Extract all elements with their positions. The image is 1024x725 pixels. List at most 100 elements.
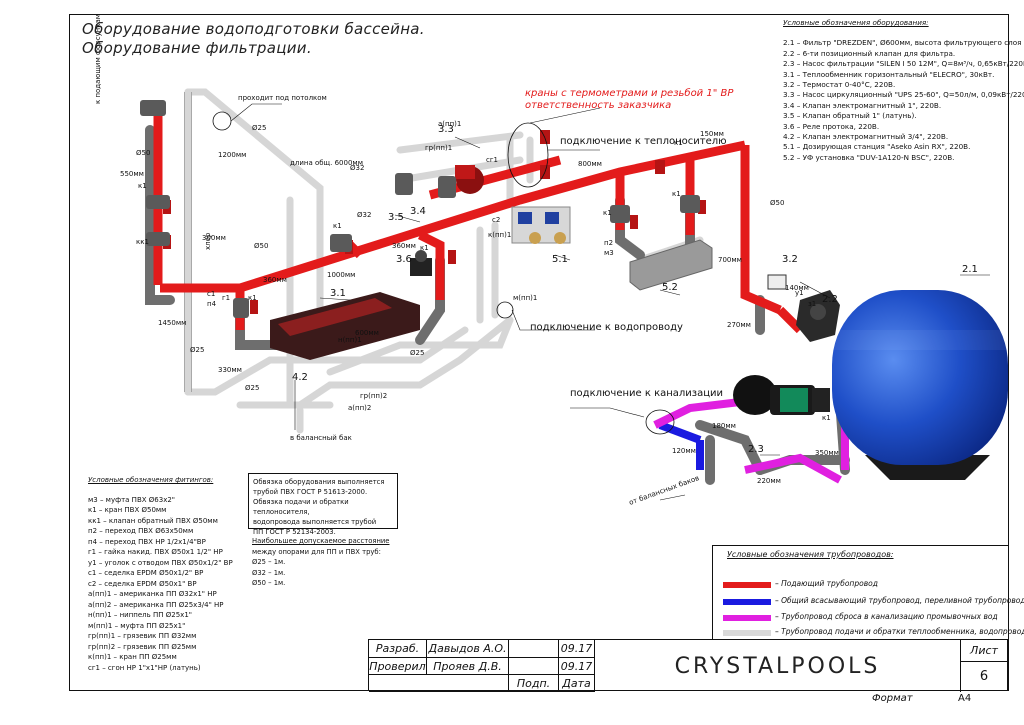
fittings-legend-item: а(пп)1 – американка ПП Ø32х1" НР bbox=[88, 590, 217, 598]
uv-unit bbox=[629, 239, 713, 291]
equipment-legend-item: 2.2 – 6-ти позиционный клапан для фильтр… bbox=[783, 48, 956, 58]
fitting-label: к1 bbox=[138, 182, 147, 190]
fitting-label: а(пп)2 bbox=[348, 404, 371, 412]
fitting-label: н(пп)1 bbox=[338, 336, 362, 344]
fitting-label: гр(пп)2 bbox=[360, 392, 387, 400]
dim-label: Ø25 bbox=[245, 384, 259, 392]
fitting-label: с2 bbox=[492, 216, 500, 224]
pipe-swatch-red bbox=[723, 582, 771, 588]
equipment-legend-item: 3.1 – Теплообменник горизонтальный "ELEC… bbox=[783, 69, 995, 79]
red-note-2: ответственность заказчика bbox=[525, 100, 671, 111]
equipment-legend-item: 2.3 – Насос фильтрации "SILEN I 50 12M",… bbox=[783, 59, 1024, 69]
fittings-legend-item: а(пп)2 – американка ПП Ø25х3/4" НР bbox=[88, 600, 224, 609]
pipe-legend-label: – Подающий трубопровод bbox=[775, 579, 878, 588]
fitting-label: м(пп)1 bbox=[513, 294, 537, 302]
fitting-label: з1 bbox=[808, 300, 816, 308]
dim-label: Ø50 bbox=[254, 242, 268, 250]
fitting-label: к1 bbox=[672, 190, 681, 198]
label-2-3: 2.3 bbox=[748, 444, 764, 455]
format-value: А4 bbox=[958, 693, 972, 704]
fitting-label: гр(пп)1 bbox=[425, 144, 452, 152]
dim-label: 1200мм bbox=[218, 151, 246, 159]
fittings-legend-item: к(пп)1 – кран ПП Ø25мм bbox=[88, 653, 177, 661]
equipment-legend-item: 4.2 – Клапан электромагнитный 3/4", 220В… bbox=[783, 132, 949, 142]
fittings-legend-item: н(пп)1 – ниппель ПП Ø25х1" bbox=[88, 611, 192, 619]
dim-label: 150мм bbox=[700, 130, 724, 138]
dim-label: 300мм bbox=[202, 234, 226, 242]
company-name: CRYSTALPOOLS bbox=[595, 640, 961, 692]
dim-label: Ø25 bbox=[252, 124, 266, 132]
fittings-legend-item: к1 – кран ПВХ Ø50мм bbox=[88, 506, 167, 514]
dim-label: 360мм bbox=[392, 242, 416, 250]
fittings-legend-item: м(пп)1 – муфта ПП Ø25х1" bbox=[88, 621, 186, 630]
label-2-1: 2.1 bbox=[962, 264, 978, 275]
fitting-label: г1 bbox=[222, 294, 230, 302]
equipment-legend-item: 5.2 – УФ установка "DUV-1A120-N BSC", 22… bbox=[783, 152, 955, 162]
dim-label: 360мм bbox=[263, 276, 287, 284]
dim-label: 330мм bbox=[218, 366, 242, 374]
dim-label: 120мм bbox=[672, 447, 696, 455]
support-note-header: Наибольшее допускаемое расстояние bbox=[252, 537, 390, 545]
stamp-empty bbox=[369, 675, 509, 692]
label-2-2: 2.2 bbox=[822, 294, 838, 305]
dim-label: Ø32 bbox=[350, 164, 364, 172]
dim-label: 270мм bbox=[727, 321, 751, 329]
dim-label: Ø50 bbox=[770, 199, 784, 207]
title-line-2: Оборудование фильтрации. bbox=[82, 39, 312, 57]
note-sewer: подключение к канализации bbox=[570, 388, 723, 399]
fittings-legend-item: п4 – переход ПВХ НР 1/2х1/4"ВР bbox=[88, 537, 206, 546]
equipment-legend-header: Условные обозначения оборудования: bbox=[783, 18, 929, 27]
equipment-legend-item: 3.5 – Клапан обратный 1" (латунь). bbox=[783, 111, 917, 121]
fittings-legend-item: г1 – гайка накид. ПВХ Ø50х1 1/2" НР bbox=[88, 548, 223, 556]
dim-label: 1450мм bbox=[158, 319, 186, 327]
fittings-legend-item: кк1 – клапан обратный ПВХ Ø50мм bbox=[88, 516, 218, 525]
flow-relay bbox=[410, 250, 432, 276]
fitting-label: п4 bbox=[207, 300, 217, 308]
note-length: длина общ. 6000мм bbox=[290, 159, 363, 167]
fittings-legend-item: м3 – муфта ПВХ Ø63х2" bbox=[88, 495, 176, 504]
dim-label: 600мм bbox=[355, 329, 379, 337]
support-note: Наибольшее допускаемое расстояние между … bbox=[252, 536, 402, 589]
support-note-item: Ø25 – 1м. bbox=[252, 558, 286, 566]
fittings-legend-header: Условные обозначения фитингов: bbox=[88, 476, 214, 484]
support-note-item: Ø32 – 1м. bbox=[252, 568, 286, 577]
pipe-swatch-magenta bbox=[723, 615, 771, 621]
filter-pump bbox=[733, 375, 830, 415]
dim-label: Ø25 bbox=[410, 349, 424, 357]
grey-pipes bbox=[184, 88, 704, 434]
sign-checker bbox=[509, 658, 559, 675]
fittings-legend-item: с2 – седелка EPDM Ø50х1" ВР bbox=[88, 579, 197, 588]
name-checker: Прояев Д.В. bbox=[427, 658, 509, 675]
role-developer: Разраб. bbox=[369, 640, 427, 658]
drawing-title: Оборудование водоподготовки бассейна. Об… bbox=[82, 20, 425, 58]
fittings-legend-item: гр(пп)1 – грязевик ПП Ø32мм bbox=[88, 632, 197, 640]
material-note-line: водопровода выполняется трубой bbox=[253, 518, 377, 526]
label-3-4: 3.4 bbox=[410, 206, 426, 217]
fitting-label: сг1 bbox=[486, 156, 498, 164]
suction-pipes bbox=[658, 421, 704, 470]
pipe-legend: Условные обозначения трубопроводов: – По… bbox=[712, 545, 1024, 639]
date-checker: 09.17 bbox=[559, 658, 595, 675]
label-3-6: 3.6 bbox=[396, 254, 412, 265]
fitting-label: к(пп)1 bbox=[488, 231, 511, 239]
material-note-line: трубой ПВХ ГОСТ Р 51613-2000. bbox=[253, 488, 368, 496]
dim-label: 180мм bbox=[712, 422, 736, 430]
equipment-legend-item: 2.1 – Фильтр "DREZDEN", Ø600мм, высота ф… bbox=[783, 38, 1024, 48]
heat-exchanger bbox=[270, 292, 420, 360]
sign-label: Подп. bbox=[509, 675, 559, 692]
pipe-legend-header: Условные обозначения трубопроводов: bbox=[727, 550, 894, 559]
format-label: Формат bbox=[872, 693, 913, 704]
fitting-label: кк1 bbox=[136, 238, 149, 246]
dosing-station bbox=[511, 206, 571, 244]
label-3-3: 3.3 bbox=[438, 124, 454, 135]
equipment-legend-item: 3.3 – Насос циркуляционный "UPS 25-60", … bbox=[783, 90, 1024, 100]
dim-label: 1000мм bbox=[327, 271, 355, 279]
grey-fittings bbox=[140, 100, 700, 318]
material-note-line: ПП ГОСТ Р 52134-2003. bbox=[253, 528, 336, 536]
material-note-line: Обвязка оборудования выполняется bbox=[253, 478, 385, 486]
sand-filter bbox=[832, 290, 1008, 480]
dim-label: Ø25 bbox=[190, 346, 204, 354]
role-checker: Проверил bbox=[369, 658, 427, 675]
